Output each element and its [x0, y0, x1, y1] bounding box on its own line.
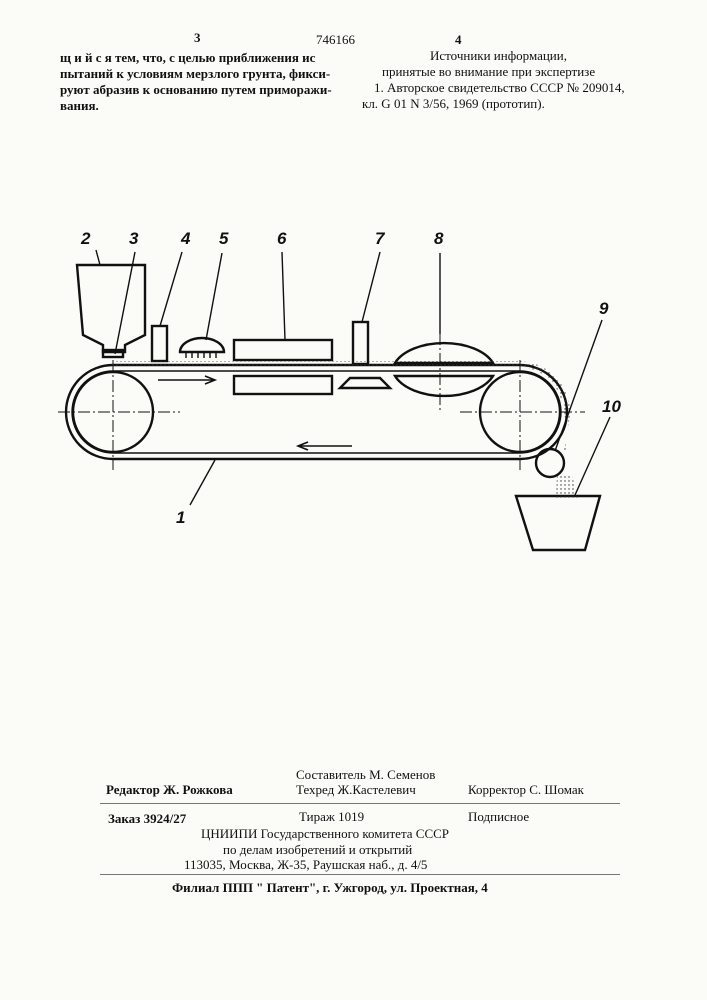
label-5: 5 — [219, 229, 229, 248]
corrector: Корректор С. Шомак — [468, 782, 584, 798]
label-1: 1 — [176, 508, 185, 527]
spray-head — [180, 338, 224, 352]
label-2: 2 — [80, 229, 91, 248]
label-6: 6 — [277, 229, 287, 248]
label-7: 7 — [375, 229, 386, 248]
subscription: Подписное — [468, 809, 529, 825]
cooling-unit-upper — [395, 343, 493, 363]
collection-container — [516, 496, 600, 550]
element-7 — [353, 322, 368, 364]
press-lower — [234, 376, 332, 394]
footer-divider — [100, 803, 620, 804]
label-10: 10 — [602, 397, 621, 416]
org-line-2: по делам изобретений и открытий — [223, 842, 412, 858]
press-upper — [234, 340, 332, 360]
label-9: 9 — [599, 299, 609, 318]
label-4: 4 — [180, 229, 191, 248]
tech-editor: Техред Ж.Кастелевич — [296, 782, 416, 798]
footer-divider — [100, 874, 620, 875]
org-address: 113035, Москва, Ж-35, Раушская наб., д. … — [184, 857, 427, 873]
org-line-1: ЦНИИПИ Государственного комитета СССР — [201, 826, 449, 842]
composer: Составитель М. Семенов — [296, 767, 435, 783]
branch-address: Филиал ППП " Патент", г. Ужгород, ул. Пр… — [172, 880, 488, 896]
brush-roller — [536, 449, 564, 477]
order-number: Заказ 3924/27 — [108, 811, 186, 827]
cooling-unit-lower — [395, 376, 493, 396]
label-8: 8 — [434, 229, 444, 248]
element-4 — [152, 326, 167, 361]
circulation: Тираж 1019 — [299, 809, 364, 825]
hopper — [77, 265, 145, 352]
label-3: 3 — [129, 229, 139, 248]
editor: Редактор Ж. Рожкова — [106, 782, 233, 798]
